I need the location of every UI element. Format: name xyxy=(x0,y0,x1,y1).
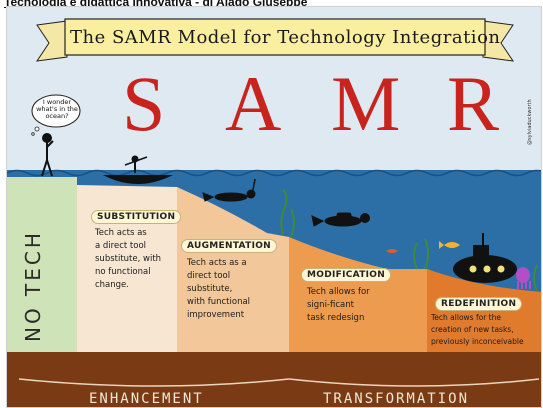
scuba-diver xyxy=(311,212,370,227)
thought-dot xyxy=(34,126,40,132)
no-tech-label: NO TECH xyxy=(21,230,45,342)
modification-line: task redesign xyxy=(307,313,365,323)
augmentation-line: substitute, xyxy=(187,284,233,294)
redefinition-line: creation of new tasks, xyxy=(431,325,514,334)
redefinition-line: Tech allows for the xyxy=(431,313,501,322)
substitution-line: Tech acts as xyxy=(95,228,147,238)
image-caption[interactable]: Tecnologia e didattica innovativa - di A… xyxy=(4,0,308,9)
poster-illustration xyxy=(7,7,541,407)
redefinition-line: previously inconceivable xyxy=(431,337,524,346)
no-tech-label-wrap: NO TECH xyxy=(21,192,45,342)
modification-title: MODIFICATION xyxy=(301,268,392,282)
substitution-line: substitute, with xyxy=(95,254,162,264)
letter-s: S xyxy=(122,60,166,147)
augmentation-title: AUGMENTATION xyxy=(181,239,277,253)
submarine xyxy=(453,233,517,283)
augmentation-zone xyxy=(177,187,289,352)
snorkeler xyxy=(202,178,256,202)
octopus xyxy=(516,267,531,289)
letter-m: M xyxy=(331,60,401,147)
letter-a: A xyxy=(225,60,282,147)
substitution-line: no functional xyxy=(95,267,151,277)
augmentation-line: with functional xyxy=(187,297,251,307)
artist-signature: @sylviaduckworth xyxy=(527,99,533,145)
seabed xyxy=(7,352,541,407)
transformation-brace xyxy=(288,378,540,387)
thought-bubble-text: I wonder what's in the ocean? xyxy=(36,98,78,120)
modification-description: Tech allows for signi-ficant task redesi… xyxy=(307,286,417,325)
augmentation-line: Tech acts as a xyxy=(187,258,247,268)
substitution-line: change. xyxy=(95,280,129,290)
fish xyxy=(386,241,460,253)
wave-line xyxy=(7,169,541,177)
title-banner xyxy=(35,18,515,62)
redefinition-description: Tech allows for the creation of new task… xyxy=(431,312,541,348)
augmentation-line: improvement xyxy=(187,310,245,320)
seaweed xyxy=(280,188,538,292)
canoe xyxy=(103,155,173,184)
samr-poster: The SAMR Model for Technology Integratio… xyxy=(6,6,542,408)
modification-zone xyxy=(289,237,427,352)
thinking-person xyxy=(41,133,54,177)
no-tech-land xyxy=(7,177,77,352)
redefinition-title: REDEFINITION xyxy=(435,297,523,311)
modification-line: signi-ficant xyxy=(307,300,354,310)
substitution-line: a direct tool xyxy=(95,241,147,251)
substitution-title: SUBSTITUTION xyxy=(91,210,182,224)
enhancement-label: ENHANCEMENT xyxy=(89,391,204,407)
substitution-zone xyxy=(77,185,177,352)
poster-title: The SAMR Model for Technology Integratio… xyxy=(70,27,501,48)
augmentation-description: Tech acts as a direct tool substitute, w… xyxy=(187,257,287,322)
enhancement-brace xyxy=(18,378,290,387)
transformation-label: TRANSFORMATION xyxy=(323,391,470,407)
thought-dot xyxy=(31,132,35,136)
modification-line: Tech allows for xyxy=(307,287,370,297)
augmentation-line: direct tool xyxy=(187,271,231,281)
thought-bubble xyxy=(31,94,81,128)
substitution-description: Tech acts as a direct tool substitute, w… xyxy=(95,227,175,292)
letter-r: R xyxy=(447,60,500,147)
